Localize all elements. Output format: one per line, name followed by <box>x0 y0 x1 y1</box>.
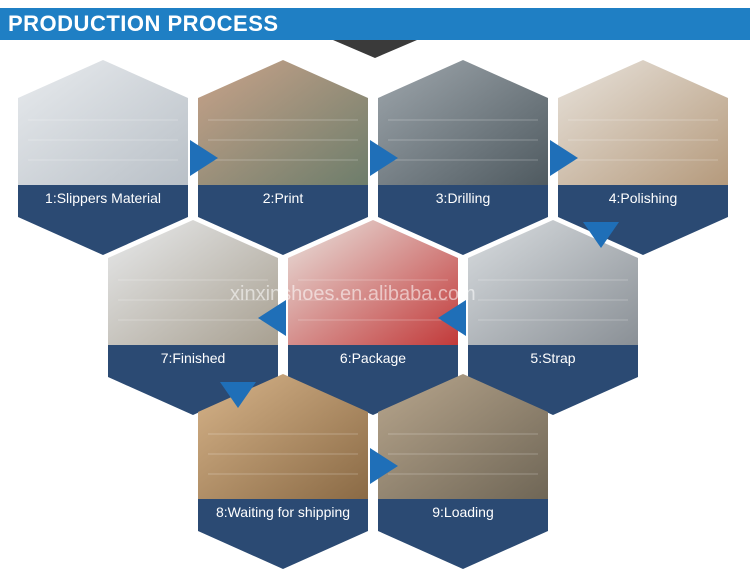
step-photo <box>108 220 278 345</box>
arrow-right-icon <box>370 448 398 484</box>
step-label-band <box>198 185 368 255</box>
arrow-down-icon <box>220 382 256 408</box>
process-step-tile: 2:Print <box>198 60 368 255</box>
photo-texture <box>208 119 358 161</box>
step-label: 4:Polishing <box>608 190 678 206</box>
step-label: 7:Finished <box>160 350 226 366</box>
photo-texture <box>568 119 718 161</box>
step-photo <box>378 60 548 185</box>
step-label: 8:Waiting for shipping <box>215 504 351 520</box>
process-step-tile: 1:Slippers Material <box>18 60 188 255</box>
step-label-band <box>198 499 368 569</box>
photo-texture <box>208 433 358 475</box>
photo-texture <box>118 279 268 321</box>
step-label-band <box>378 185 548 255</box>
arrow-left-icon <box>438 300 466 336</box>
step-label: 6:Package <box>339 350 407 366</box>
arrow-right-icon <box>190 140 218 176</box>
step-photo <box>378 374 548 499</box>
arrow-down-icon <box>583 222 619 248</box>
photo-texture <box>478 279 628 321</box>
arrow-left-icon <box>258 300 286 336</box>
step-label: 5:Strap <box>530 350 576 366</box>
process-step-tile: 9:Loading <box>378 374 548 569</box>
watermark-text: xinxinshoes.en.alibaba.com <box>230 283 476 305</box>
step-label: 3:Drilling <box>435 190 491 206</box>
process-step-tile: 4:Polishing <box>558 60 728 255</box>
step-label-band <box>558 185 728 255</box>
arrow-right-icon <box>550 140 578 176</box>
process-step-tile: 3:Drilling <box>378 60 548 255</box>
arrow-right-icon <box>370 140 398 176</box>
step-photo <box>558 60 728 185</box>
step-label-band <box>18 185 188 255</box>
step-label: 9:Loading <box>432 504 494 520</box>
step-photo <box>198 60 368 185</box>
step-photo <box>468 220 638 345</box>
photo-texture <box>298 279 448 321</box>
step-label-band <box>288 345 458 415</box>
step-label-band <box>378 499 548 569</box>
photo-texture <box>388 119 538 161</box>
process-step-tile: 5:Strap <box>468 220 638 415</box>
header-notch <box>333 40 417 58</box>
process-step-tile: 7:Finished <box>108 220 278 415</box>
step-label: 1:Slippers Material <box>45 190 161 206</box>
page-title: PRODUCTION PROCESS <box>8 11 279 36</box>
photo-texture <box>388 433 538 475</box>
step-label: 2:Print <box>262 190 304 206</box>
process-step-tile: 6:Package <box>288 220 458 415</box>
step-photo <box>288 220 458 345</box>
step-label-band <box>468 345 638 415</box>
step-label-band <box>108 345 278 415</box>
header-banner: PRODUCTION PROCESS <box>0 8 750 40</box>
step-photo <box>18 60 188 185</box>
photo-texture <box>28 119 178 161</box>
